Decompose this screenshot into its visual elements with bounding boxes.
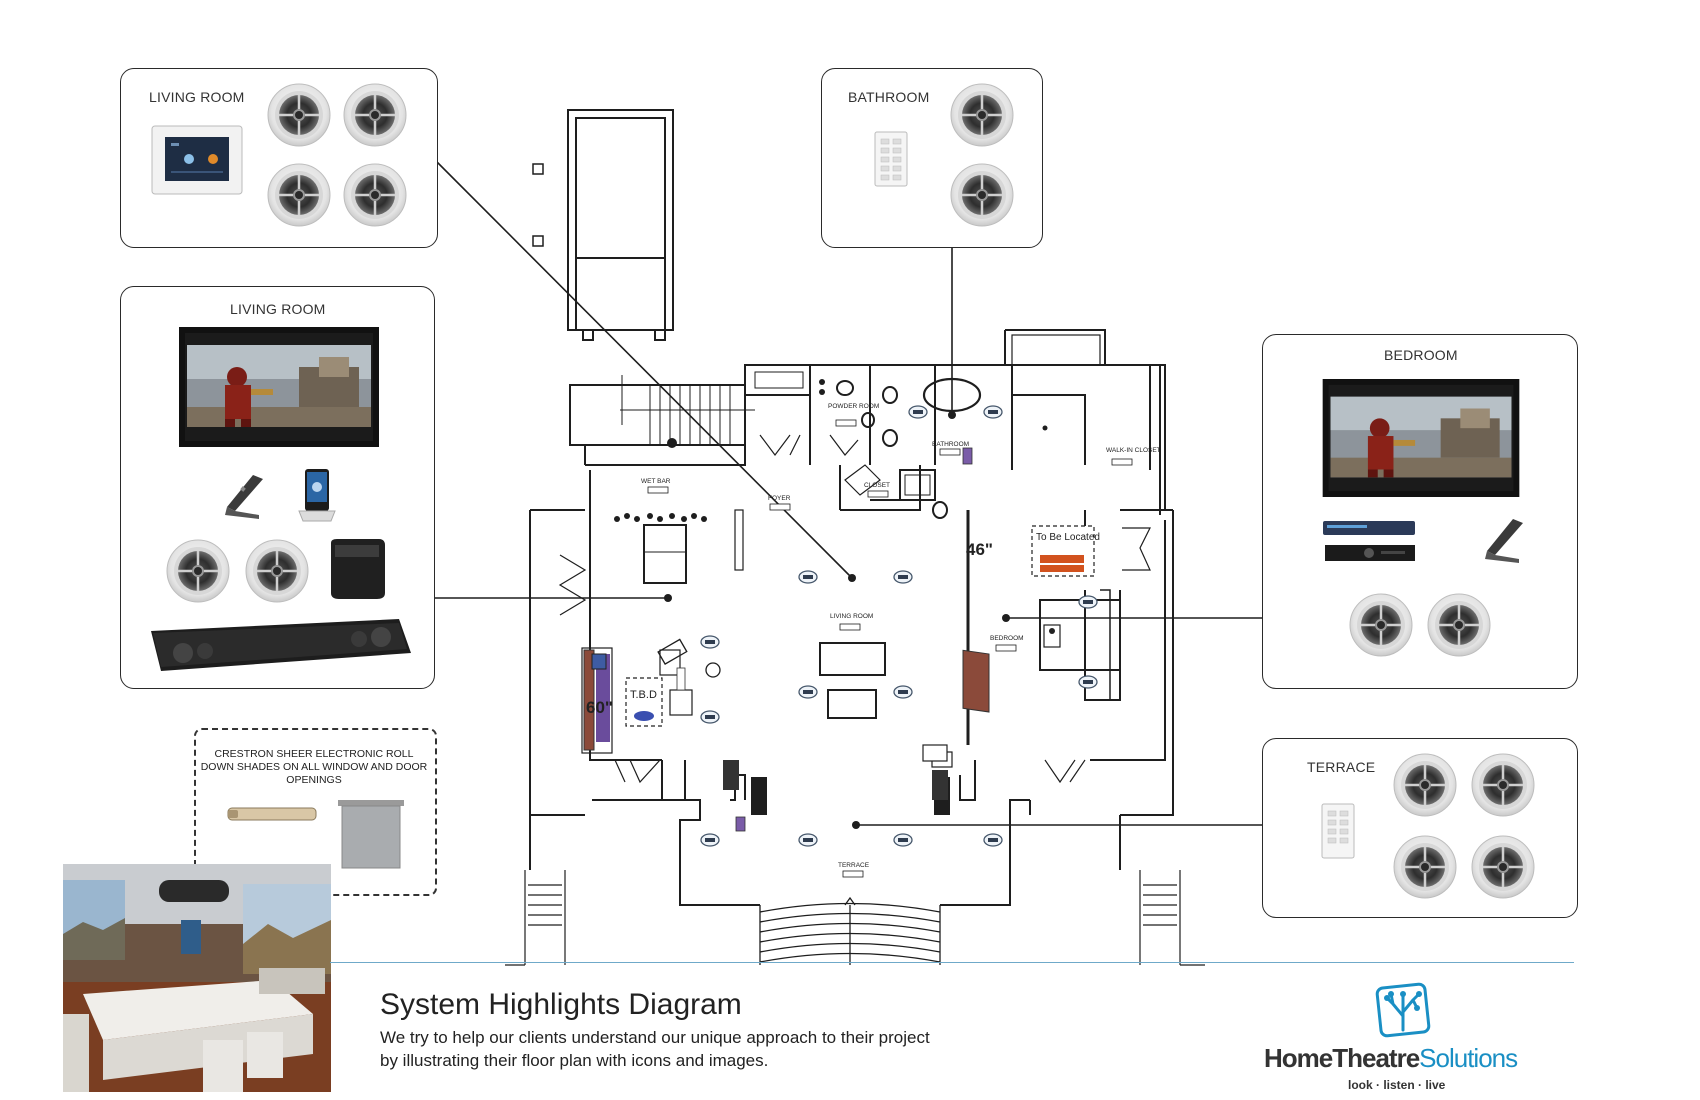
brand-logo-text: HomeTheatreSolutions (1264, 1043, 1518, 1074)
kitchen-photo (63, 864, 331, 1092)
panel-title: BATHROOM (848, 89, 930, 105)
room-label-bathroom: BATHROOM (932, 441, 969, 448)
tv-icon (179, 327, 379, 447)
tv-icon (1321, 379, 1521, 497)
room-label-walk-in-closet: WALK-IN CLOSET (1106, 447, 1161, 454)
remote-icon (225, 475, 263, 519)
keypad-icon (1321, 803, 1355, 859)
panel-living-room-top: LIVING ROOM (120, 68, 438, 248)
panel-title: TERRACE (1307, 759, 1376, 775)
ceiling-speaker-icon (245, 539, 309, 603)
panel-bedroom: BEDROOM (1262, 334, 1578, 689)
subwoofer-icon (331, 539, 385, 599)
logo-icon (1375, 982, 1431, 1038)
ceiling-speaker-icon (267, 163, 331, 227)
shades-note-text: CRESTRON SHEER ELECTRONIC ROLL DOWN SHAD… (200, 748, 428, 786)
ceiling-speaker-icon (343, 163, 407, 227)
divider-line (330, 962, 1574, 963)
ceiling-speaker-icon (1393, 753, 1457, 817)
touch-panel-icon (151, 125, 243, 195)
panel-terrace: TERRACE (1262, 738, 1578, 918)
panel-title: BEDROOM (1384, 347, 1458, 363)
ceiling-speaker-icon (166, 539, 230, 603)
tv-size-bedroom: 46" (966, 540, 993, 559)
panel-bathroom: BATHROOM (821, 68, 1043, 248)
tbd-label: T.B.D (630, 689, 657, 701)
roller-shade-icon (338, 800, 404, 869)
page-title: System Highlights Diagram (380, 988, 742, 1021)
ceiling-speaker-icon (1471, 835, 1535, 899)
ceiling-speaker-icon (1471, 753, 1535, 817)
keypad-icon (874, 131, 908, 187)
panel-living-room-main: LIVING ROOM (120, 286, 435, 689)
ceiling-speaker-icon (1393, 835, 1457, 899)
to-be-located-label: To Be Located (1036, 532, 1100, 543)
room-label-wet-bar: WET BAR (641, 478, 671, 485)
room-label-foyer: FOYER (768, 495, 791, 502)
logo-part-1: HomeTheatre (1264, 1043, 1420, 1073)
panel-title: LIVING ROOM (230, 301, 326, 317)
ceiling-speaker-icon (1427, 593, 1491, 657)
logo-part-2: Solutions (1419, 1043, 1518, 1073)
roller-shade-icon (227, 807, 317, 821)
room-label-closet: CLOSET (864, 482, 890, 489)
room-label-bedroom: BEDROOM (990, 635, 1024, 642)
remote-icon (1485, 519, 1523, 563)
room-label-powder-room: POWDER ROOM (828, 403, 879, 410)
panel-title: LIVING ROOM (149, 89, 245, 105)
ceiling-speaker-icon (950, 83, 1014, 147)
brand-tagline: look · listen · live (1348, 1078, 1446, 1092)
blu-ray-player-icon (1323, 521, 1415, 561)
ceiling-speaker-icon (950, 163, 1014, 227)
soundbar-icon (151, 619, 411, 671)
page-description: We try to help our clients understand ou… (380, 1028, 930, 1070)
ceiling-speaker-icon (267, 83, 331, 147)
ipod-dock-icon (298, 469, 336, 522)
ceiling-speaker-icon (343, 83, 407, 147)
room-label-terrace: TERRACE (838, 862, 870, 869)
room-label-living-room: LIVING ROOM (830, 613, 873, 620)
ceiling-speaker-icon (1349, 593, 1413, 657)
tv-size-living: 60" (586, 698, 613, 717)
